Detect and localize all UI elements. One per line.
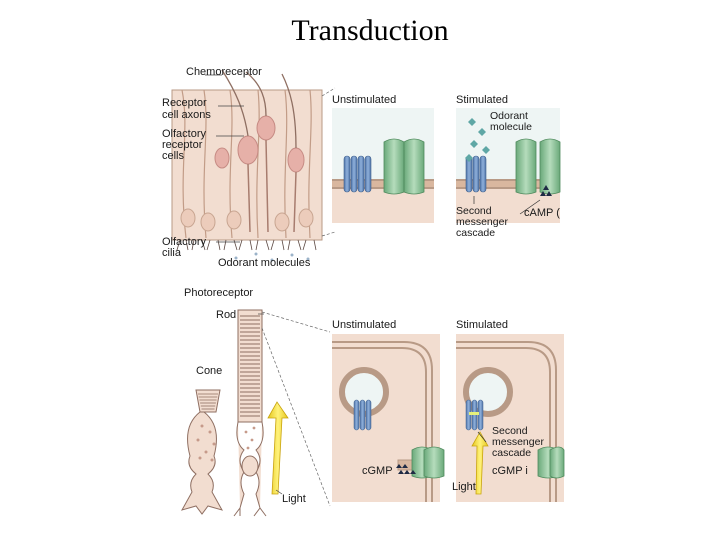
odorant-molecules — [468, 118, 490, 154]
photo-second-messenger-label-1: Second — [492, 425, 528, 437]
photo-unstimulated-panel: Unstimulated cGMP — [332, 319, 445, 502]
light-stim-label: Light — [452, 481, 476, 493]
cone-label: Cone — [196, 365, 222, 377]
photo-second-messenger-label-2: messenger — [492, 436, 544, 448]
light-label: Light — [282, 493, 306, 505]
receptor-axons-label-2: cell axons — [162, 109, 211, 121]
odorant-receptor-unstim — [343, 155, 372, 193]
ion-channel-open — [515, 138, 561, 195]
cgmp-label: cGMP — [362, 465, 393, 477]
photo-stimulated-label: Stimulated — [456, 319, 508, 331]
page-title: Transduction — [291, 14, 449, 47]
second-messenger-label-2: messenger — [456, 216, 508, 228]
olfactory-epithelium: Chemoreceptor Receptor cell axons Olfact… — [162, 66, 336, 269]
odorant-molecules-label: Odorant molecules — [218, 257, 311, 269]
olfactory-unstimulated-label: Unstimulated — [332, 94, 396, 106]
photoreceptor-label: Photoreceptor — [184, 287, 253, 299]
rod-cell — [233, 309, 267, 517]
photo-unstimulated-label: Unstimulated — [332, 319, 396, 331]
odorant-receptor-stim — [465, 154, 487, 193]
photo-stimulated-panel: Stimulated Second messenger cascade cGMP… — [452, 319, 565, 502]
photo-second-messenger-label-3: cascade — [492, 447, 531, 459]
chemoreceptor-label: Chemoreceptor — [186, 66, 262, 78]
receptor-axons-label-1: Receptor — [162, 97, 207, 109]
cgmp-channel-closed — [537, 446, 565, 479]
odorant-molecule-label-1: Odorant — [490, 110, 528, 122]
olfactory-unstimulated-panel: Unstimulated — [332, 94, 434, 223]
cilia-label-1: Olfactory — [162, 236, 207, 248]
ion-channel-closed — [383, 138, 425, 195]
olfactory-stimulated-panel: Stimulated Odorant molecule Second messe… — [456, 94, 561, 239]
cgmp-channel-open — [411, 446, 445, 479]
cgmp-molecules — [396, 464, 416, 474]
photoreceptor-cells: Photoreceptor Rod Cone Light — [180, 287, 331, 517]
cgmp-stim-label: cGMP i — [492, 465, 528, 477]
second-messenger-label-3: cascade — [456, 227, 495, 239]
receptor-cells-label-2: receptor — [162, 139, 203, 151]
light-arrow — [267, 401, 289, 495]
camp-molecules — [540, 185, 552, 196]
cilia-label-2: cilia — [162, 247, 182, 259]
olfactory-stimulated-label: Stimulated — [456, 94, 508, 106]
cone-cell — [180, 389, 224, 515]
second-messenger-label-1: Second — [456, 205, 492, 217]
rhodopsin-unstim — [353, 399, 372, 431]
camp-label: cAMP ( — [524, 207, 560, 219]
rhodopsin-stim — [465, 399, 484, 431]
receptor-cells-label-1: Olfactory — [162, 128, 207, 140]
rod-label: Rod — [216, 309, 236, 321]
odorant-molecule-label-2: molecule — [490, 121, 532, 133]
receptor-cells-label-3: cells — [162, 150, 185, 162]
